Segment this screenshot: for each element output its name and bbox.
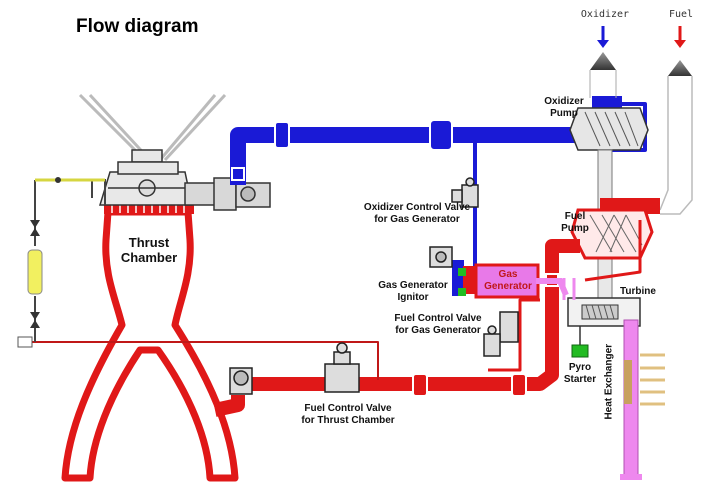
- turbine-label: Turbine: [608, 286, 668, 298]
- fuel-control-valve-gg-label: Fuel Control Valve for Gas Generator: [388, 313, 488, 336]
- oxidizer-inlet-label: Oxidizer: [578, 9, 632, 21]
- fuel-pump-label: Fuel Pump: [550, 211, 600, 234]
- main-oxidizer-valve: [185, 178, 270, 210]
- heat-exchanger: [620, 320, 665, 480]
- tc-inlet-valve: [230, 368, 252, 394]
- oxidizer-inlet: [590, 26, 616, 98]
- pyro-starter: [572, 326, 588, 357]
- gas-generator-label: Gas Generator: [480, 269, 536, 292]
- gg-ignitor-label: Gas Generator Ignitor: [372, 280, 454, 303]
- fuel-inlet-label: Fuel: [664, 9, 698, 21]
- fuel-inlet: [660, 26, 692, 214]
- fuel-control-valve-tc-label: Fuel Control Valve for Thrust Chamber: [292, 403, 404, 426]
- fuel-control-valve-gg: [484, 312, 518, 356]
- injector-head: [100, 150, 192, 205]
- oxidizer-pump-label: Oxidizer Pump: [534, 96, 594, 119]
- pressurant-line: [18, 177, 105, 347]
- pyro-starter-label: Pyro Starter: [558, 362, 602, 385]
- ox-control-valve-label: Oxidizer Control Valve for Gas Generator: [350, 202, 484, 225]
- heat-exchanger-label: Heat Exchanger: [603, 336, 615, 428]
- fuel-control-valve-tc: [325, 343, 359, 392]
- thrust-chamber-label: Thrust Chamber: [114, 236, 184, 266]
- gg-ignitor-valve: [430, 247, 452, 267]
- page-title: Flow diagram: [76, 16, 198, 38]
